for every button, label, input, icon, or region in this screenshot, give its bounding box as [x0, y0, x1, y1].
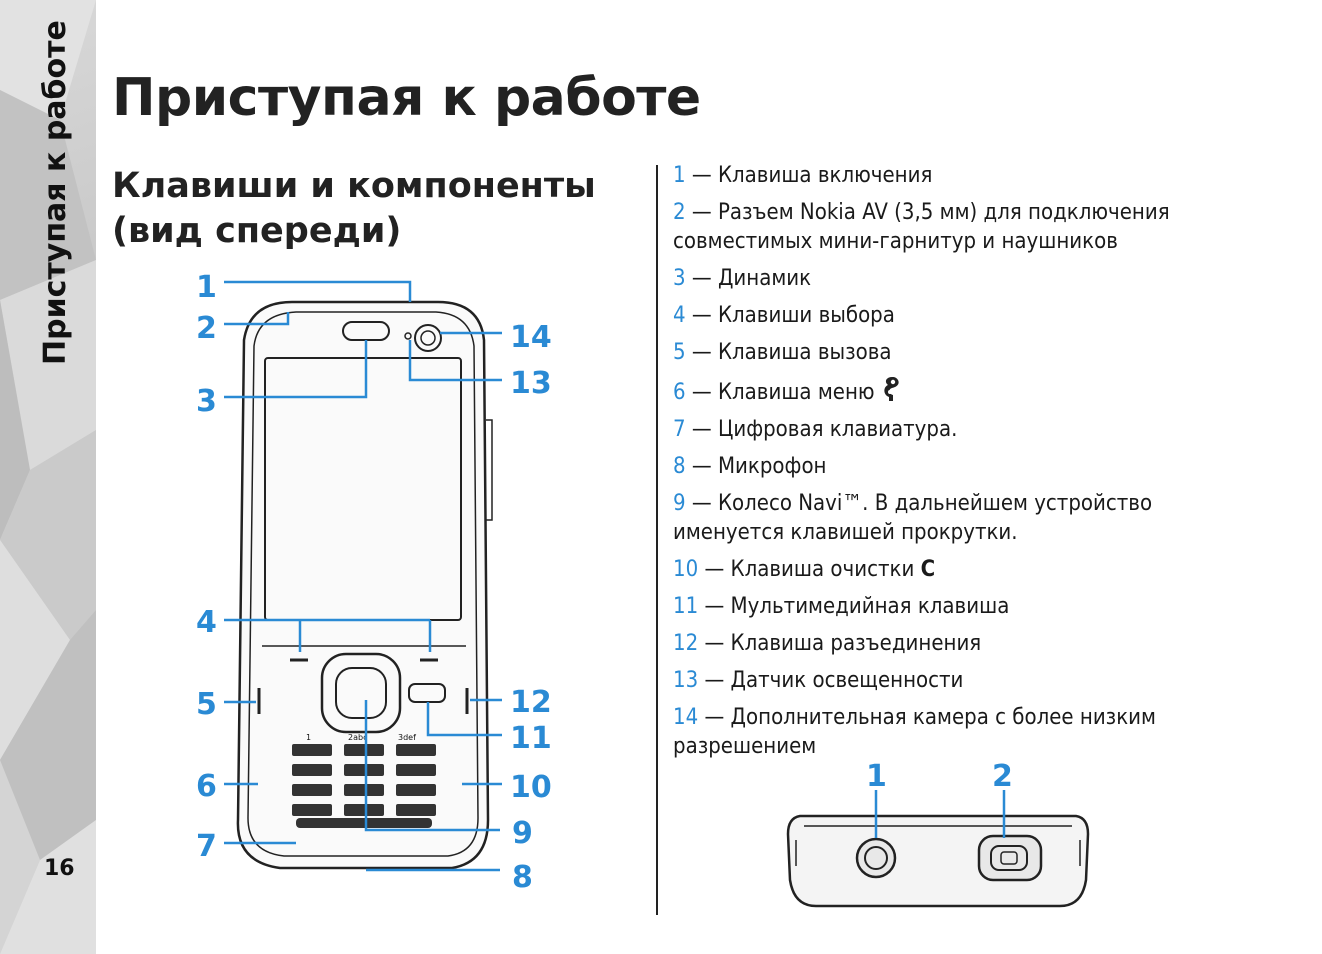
- legend-item: 4 — Клавиши выбора: [673, 303, 895, 328]
- phone-body: [236, 300, 493, 870]
- keypad-key-3: 3def: [398, 733, 416, 742]
- legend-item: 10 — Клавиша очистки C: [673, 557, 936, 582]
- keypad-key-2: 2abc: [348, 733, 367, 742]
- callout-2: 2: [196, 311, 217, 346]
- page-title: Приступая к работе: [112, 68, 701, 128]
- callout-6: 6: [196, 769, 217, 804]
- clear-key-symbol: C: [920, 557, 936, 582]
- legend-item: 14 — Дополнительная камера с более низки…: [673, 705, 1156, 759]
- page-number: 16: [44, 856, 75, 881]
- legend-item: 12 — Клавиша разъединения: [673, 631, 982, 656]
- legend-item: 11 — Мультимедийная клавиша: [673, 594, 1010, 619]
- legend-item: 1 — Клавиша включения: [673, 163, 933, 188]
- callout-3: 3: [196, 384, 217, 419]
- callout-12: 12: [510, 685, 552, 720]
- callout-14: 14: [510, 320, 552, 355]
- component-legend: 1 — Клавиша включения 2 — Разъем Nokia A…: [673, 161, 1233, 769]
- callout-7: 7: [196, 829, 217, 864]
- legend-item: 3 — Динамик: [673, 266, 812, 291]
- legend-item: 6 — Клавиша меню: [673, 375, 1233, 407]
- keypad: [292, 744, 436, 828]
- column-divider: [656, 165, 658, 915]
- section-subtitle: Клавиши и компоненты (вид спереди): [112, 166, 596, 251]
- callout-10: 10: [510, 770, 552, 805]
- callout-5: 5: [196, 687, 217, 722]
- phone-top-diagram: 1 2: [786, 759, 1090, 908]
- sidebar-facet-pattern: [0, 0, 96, 954]
- callout-4: 4: [196, 605, 217, 640]
- legend-item: 13 — Датчик освещенности: [673, 668, 964, 693]
- legend-item: 9 — Колесо Navi™. В дальнейшем устройств…: [673, 491, 1153, 545]
- callout-lines: [224, 280, 502, 872]
- legend-item: 8 — Микрофон: [673, 454, 827, 479]
- keypad-key-1: 1: [306, 733, 311, 742]
- callout-1: 1: [196, 270, 217, 305]
- sidebar: Приступая к работе 16: [0, 0, 96, 954]
- legend-item: 5 — Клавиша вызова: [673, 340, 892, 365]
- top-callout-lines: [874, 790, 1006, 838]
- callout-8: 8: [512, 860, 533, 895]
- phone-front-diagram: 1 2abc 3def 1 2 3 4 5 6 7 8 9 10 11 12 1…: [196, 270, 552, 895]
- menu-key-icon: [883, 377, 899, 401]
- callout-9: 9: [512, 816, 533, 851]
- top-callout-1: 1: [866, 759, 887, 794]
- callout-13: 13: [510, 366, 552, 401]
- top-callout-2: 2: [992, 759, 1013, 794]
- section-label: Приступая к работе: [38, 20, 73, 365]
- legend-item: 2 — Разъем Nokia AV (3,5 мм) для подключ…: [673, 200, 1170, 254]
- callout-11: 11: [510, 721, 552, 756]
- phone-top-body: [786, 814, 1090, 908]
- legend-item: 7 — Цифровая клавиатура.: [673, 417, 958, 442]
